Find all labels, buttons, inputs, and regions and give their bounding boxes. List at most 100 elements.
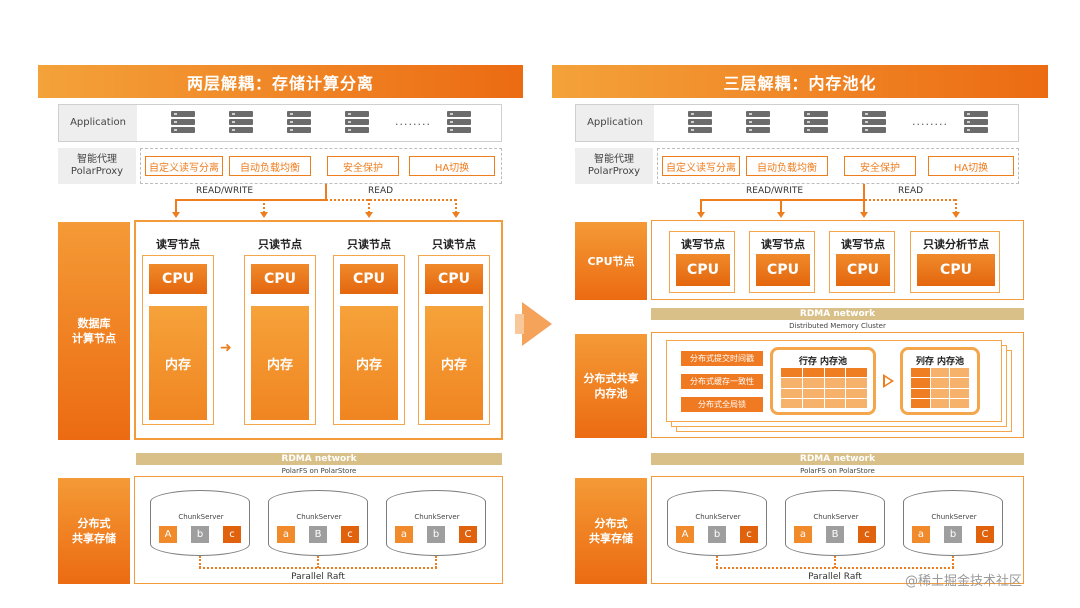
node-column: CPU 内存 bbox=[418, 255, 490, 425]
right-application-row: Application ........ bbox=[575, 104, 1019, 142]
chunkserver-label: ChunkServer bbox=[695, 513, 741, 521]
chunkserver-label: ChunkServer bbox=[414, 513, 460, 521]
chunk-block: A bbox=[159, 526, 177, 543]
arrow-icon bbox=[260, 212, 268, 218]
transition-arrow-icon bbox=[522, 302, 552, 346]
chunkserver-cylinder: ChunkServer a B c bbox=[785, 490, 885, 556]
node-column: CPU 内存 bbox=[333, 255, 405, 425]
cpu-nodes-label: CPU节点 bbox=[575, 222, 647, 300]
ellipsis: ........ bbox=[912, 115, 948, 128]
chunk-block: a bbox=[794, 526, 812, 543]
server-icon bbox=[804, 111, 828, 135]
node-title: 只读分析节点 bbox=[923, 238, 989, 251]
chunkserver-label: ChunkServer bbox=[178, 513, 224, 521]
connector bbox=[834, 556, 836, 568]
proxy-tag: 自定义读写分离 bbox=[662, 156, 740, 176]
proxy-tag: 自动负载均衡 bbox=[746, 156, 828, 176]
connector bbox=[700, 199, 702, 213]
column-store-table bbox=[911, 368, 969, 408]
arrow-icon bbox=[172, 212, 180, 218]
connector bbox=[199, 556, 201, 568]
application-label: Application bbox=[576, 105, 654, 141]
node-title: 读写节点 bbox=[681, 238, 725, 251]
cpu-block: CPU bbox=[149, 264, 207, 294]
chunk-block: b bbox=[944, 526, 962, 543]
cpu-block: CPU bbox=[251, 264, 309, 294]
connector bbox=[263, 199, 265, 213]
node-title: 读写节点 bbox=[156, 238, 200, 251]
col-pool-title: 列存 内存池 bbox=[915, 357, 965, 367]
chunk-block: b bbox=[427, 526, 445, 543]
right-panel-title: 三层解耦：内存池化 bbox=[552, 65, 1048, 98]
read-label: READ bbox=[368, 186, 394, 196]
node-column: CPU 内存 bbox=[244, 255, 316, 425]
node-title: 只读节点 bbox=[432, 238, 476, 251]
chunkserver-label: ChunkServer bbox=[813, 513, 859, 521]
chunk-block: c bbox=[858, 526, 876, 543]
rdma-subtitle: Distributed Memory Cluster bbox=[789, 322, 886, 330]
proxy-tag: 自动负载均衡 bbox=[229, 156, 311, 176]
chunkserver-label: ChunkServer bbox=[931, 513, 977, 521]
chunk-block: B bbox=[826, 526, 844, 543]
transition-arrow-tail bbox=[515, 314, 524, 334]
proxy-tag: 安全保护 bbox=[327, 156, 399, 176]
chunk-block: a bbox=[395, 526, 413, 543]
chunk-block: a bbox=[277, 526, 295, 543]
connector bbox=[952, 556, 954, 568]
node-title: 读写节点 bbox=[841, 238, 885, 251]
server-icon bbox=[287, 111, 311, 135]
node-title: 读写节点 bbox=[761, 238, 805, 251]
rdma-network-bar: RDMA network bbox=[651, 453, 1024, 465]
storage-label: 分布式 共享存储 bbox=[58, 478, 130, 584]
connector bbox=[716, 567, 954, 569]
chunkserver-cylinder: ChunkServer a b C bbox=[903, 490, 1003, 556]
cpu-block: CPU bbox=[676, 254, 730, 286]
memory-pool-label: 分布式共享 内存池 bbox=[575, 334, 647, 438]
connector bbox=[863, 199, 865, 213]
chunk-block: A bbox=[676, 526, 694, 543]
arrow-icon bbox=[952, 212, 960, 218]
node-title: 只读节点 bbox=[347, 238, 391, 251]
chunkserver-cylinder: ChunkServer a b C bbox=[386, 490, 486, 556]
chunk-block: c bbox=[341, 526, 359, 543]
connector bbox=[175, 199, 177, 213]
connector bbox=[175, 199, 327, 201]
memory-block: 内存 bbox=[149, 306, 207, 420]
parallel-raft-label: Parallel Raft bbox=[808, 572, 862, 582]
server-icon bbox=[171, 111, 195, 135]
rdma-network-bar: RDMA network bbox=[136, 453, 502, 465]
server-icon bbox=[447, 111, 471, 135]
cpu-block: CPU bbox=[917, 254, 995, 286]
server-icon bbox=[964, 111, 988, 135]
chunk-block: B bbox=[309, 526, 327, 543]
storage-label: 分布式 共享存储 bbox=[575, 478, 647, 584]
cpu-block: CPU bbox=[425, 264, 483, 294]
proxy-tag: HA切换 bbox=[409, 156, 495, 176]
cpu-node: 读写节点 CPU bbox=[829, 231, 895, 293]
connector bbox=[317, 556, 319, 568]
connector bbox=[865, 199, 955, 201]
cpu-node: 读写节点 CPU bbox=[749, 231, 815, 293]
parallel-raft-label: Parallel Raft bbox=[291, 572, 345, 582]
memory-block: 内存 bbox=[425, 306, 483, 420]
connector bbox=[716, 556, 718, 568]
chunk-block: b bbox=[191, 526, 209, 543]
left-application-row: Application ........ bbox=[58, 104, 502, 142]
feature-tag: 分布式全局锁 bbox=[681, 397, 763, 412]
chunkserver-cylinder: ChunkServer A b c bbox=[150, 490, 250, 556]
rdma-subtitle: PolarFS on PolarStore bbox=[800, 467, 875, 475]
node-column: CPU 内存 bbox=[142, 255, 214, 425]
connector bbox=[325, 184, 327, 200]
connector bbox=[780, 199, 782, 213]
cpu-block: CPU bbox=[756, 254, 810, 286]
left-proxy-tags: 自定义读写分离 自动负载均衡 安全保护 HA切换 bbox=[140, 148, 502, 184]
server-icon bbox=[229, 111, 253, 135]
connector bbox=[700, 199, 865, 201]
connector bbox=[199, 567, 437, 569]
chunkserver-label: ChunkServer bbox=[296, 513, 342, 521]
chunk-block: c bbox=[223, 526, 241, 543]
connector bbox=[263, 199, 456, 201]
read-write-label: READ/WRITE bbox=[196, 186, 254, 196]
node-title: 只读节点 bbox=[258, 238, 302, 251]
row-pool-title: 行存 内存池 bbox=[798, 357, 848, 367]
